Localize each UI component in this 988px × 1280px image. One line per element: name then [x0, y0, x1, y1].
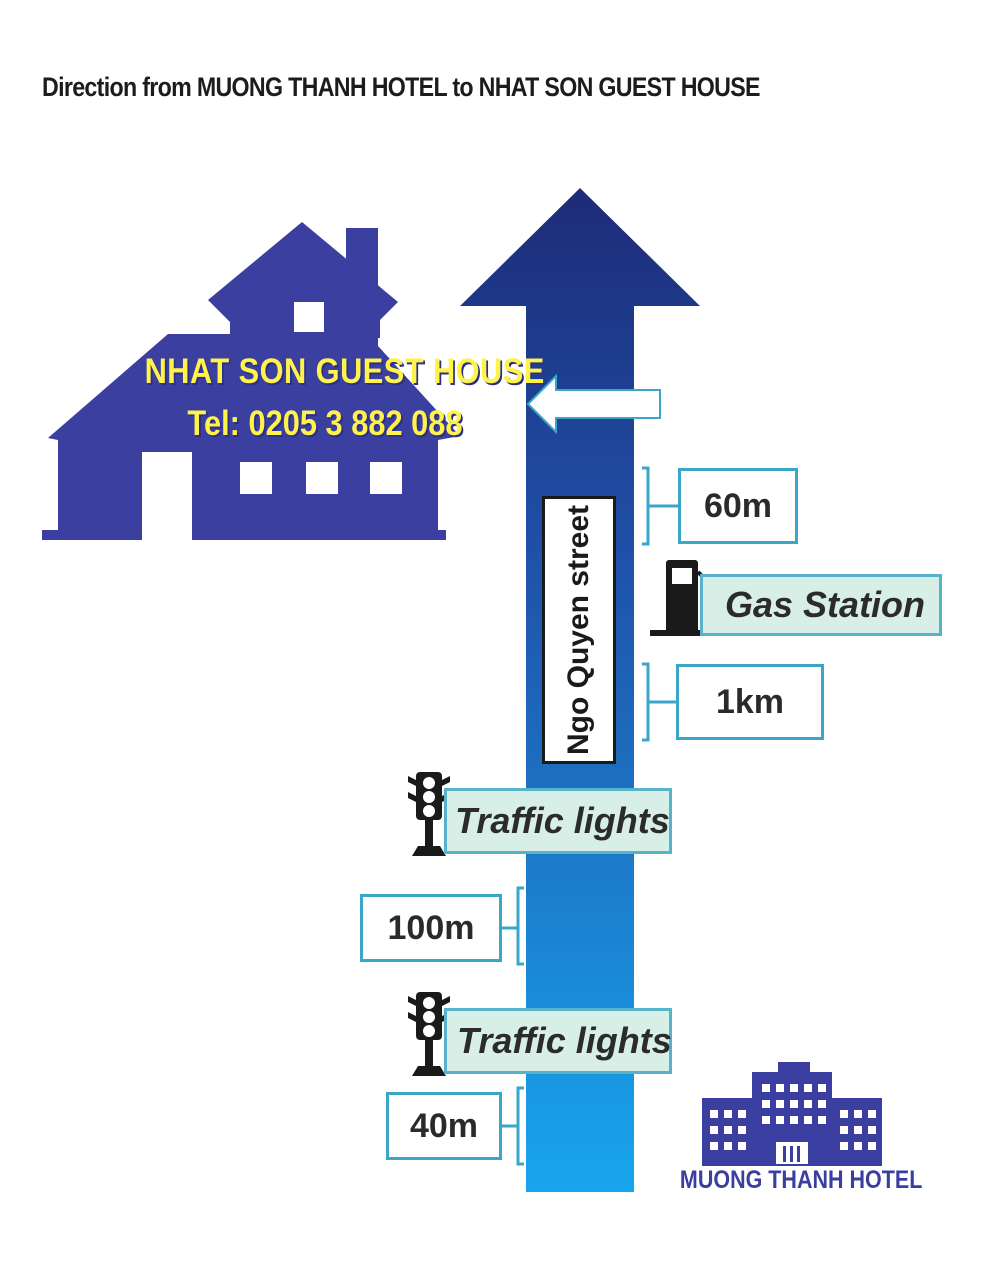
distance-brackets: [500, 466, 678, 1166]
street-name: Ngo Quyen street: [562, 504, 595, 756]
guest-house-name: NHAT SON GUEST HOUSE: [144, 352, 545, 391]
guest-house-phone: Tel: 0205 3 882 088: [187, 404, 463, 443]
gas-station-label: Gas Station: [700, 574, 942, 636]
turn-left-arrow-icon: [526, 373, 661, 435]
distance-box-1km: 1km: [676, 664, 824, 740]
traffic-lights-label-upper: Traffic lights: [444, 788, 672, 854]
street-sign: Ngo Quyen street: [542, 496, 616, 764]
distance-box-100m: 100m: [360, 894, 502, 962]
traffic-light-icon: [408, 992, 450, 1076]
distance-box-60m: 60m: [678, 468, 798, 544]
distance-box-40m: 40m: [386, 1092, 502, 1160]
house-icon: [42, 222, 460, 542]
map-title: Direction from MUONG THANH HOTEL to NHAT…: [42, 72, 761, 102]
hotel-building-icon: [702, 1062, 882, 1166]
traffic-lights-label-lower: Traffic lights: [444, 1008, 672, 1074]
traffic-light-icon: [408, 772, 450, 856]
hotel-name: MUONG THANH HOTEL: [679, 1166, 923, 1194]
